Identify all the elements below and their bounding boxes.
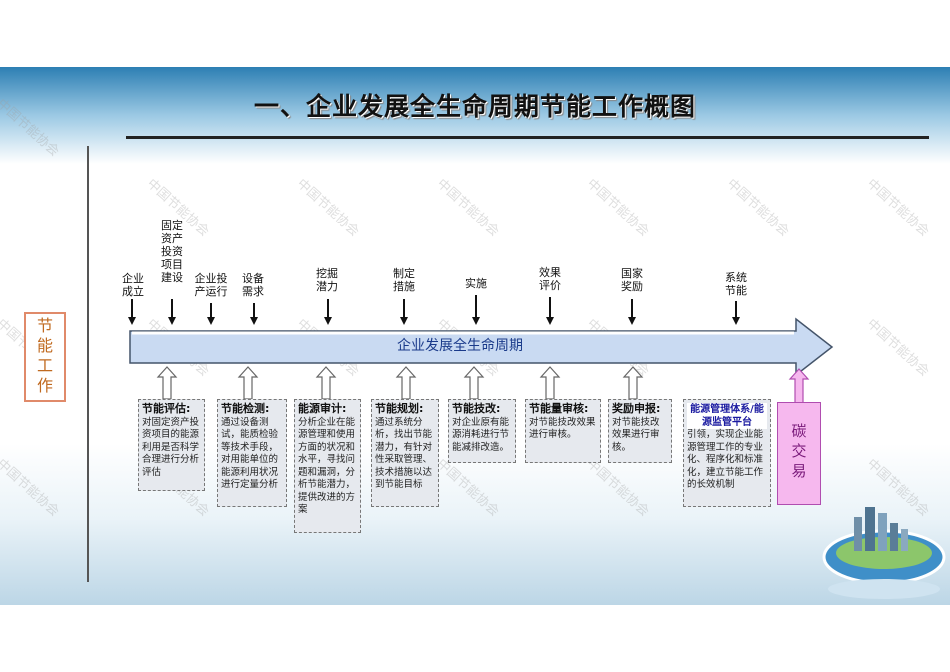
watermark: 中国节能协会 (293, 176, 362, 240)
stage-label: 企业投产运行 (194, 272, 228, 298)
slide: 中国节能协会 中国节能协会 中国节能协会 中国节能协会 中国节能协会 中国节能协… (0, 67, 950, 605)
lifecycle-arrow (129, 317, 834, 377)
box-title: 节能规划: (375, 402, 424, 415)
description-box-highlight: 能源管理体系/能源监管平台 引领，实现企业能源管理工作的专业化、程序化和标准化，… (683, 399, 771, 507)
box-title: 节能评估: (142, 402, 191, 415)
description-box: 节能评估: 对固定资产投资项目的能源利用是否科学合理进行分析评估 (138, 399, 205, 491)
box-body: 对节能技改效果进行审核。 (529, 416, 596, 441)
down-arrow-stem (131, 299, 133, 318)
description-box: 能源审计: 分析企业在能源管理和使用方面的状况和水平，寻找问题和漏洞，分析节能潜… (294, 399, 361, 533)
title-underline (126, 136, 929, 139)
down-arrow-icon (207, 317, 215, 325)
down-arrow-icon (472, 317, 480, 325)
watermark: 中国节能协会 (863, 176, 932, 240)
box-title: 节能量审核: (529, 402, 589, 415)
stage-label: 国家奖励 (621, 267, 643, 293)
page-title: 一、企业发展全生命周期节能工作概图 (253, 92, 696, 121)
watermark: 中国节能协会 (583, 176, 652, 240)
box-body: 对固定资产投资项目的能源利用是否科学合理进行分析评估 (142, 416, 200, 478)
down-arrow-stem (171, 299, 173, 318)
box-body: 通过设备测试，能质检验等技术手段，对用能单位的能源利用状况进行定量分析 (221, 416, 279, 491)
watermark: 中国节能协会 (863, 316, 932, 380)
stage-label: 设备需求 (242, 272, 264, 298)
down-arrow-icon (168, 317, 176, 325)
box-title: 奖励申报: (612, 402, 661, 415)
stage-label: 实施 (465, 277, 487, 290)
description-box: 节能量审核: 对节能技改效果进行审核。 (525, 399, 601, 463)
down-arrow-stem (327, 299, 329, 318)
side-label-box: 节能工作 (24, 312, 66, 402)
down-arrow-icon (546, 317, 554, 325)
down-arrow-icon (128, 317, 136, 325)
description-box: 节能技改: 对企业原有能源消耗进行节能减排改造。 (448, 399, 516, 463)
stage-label: 效果评价 (539, 266, 561, 292)
lifecycle-label: 企业发展全生命周期 (397, 338, 523, 354)
watermark: 中国节能协会 (723, 176, 792, 240)
box-title: 节能检测: (221, 402, 270, 415)
divider-line (87, 146, 89, 582)
up-arrows (156, 366, 810, 404)
city-globe-logo (822, 507, 946, 599)
description-box: 节能规划: 通过系统分析，找出节能潜力，有针对性采取管理、技术措施以达到节能目标 (371, 399, 439, 507)
down-arrow-stem (631, 299, 633, 318)
down-arrow-stem (475, 295, 477, 318)
stage-label: 企业成立 (122, 272, 144, 298)
stage-label: 挖掘潜力 (316, 267, 338, 293)
description-box: 奖励申报: 对节能技改效果进行审核。 (608, 399, 672, 463)
down-arrow-stem (210, 303, 212, 318)
watermark: 中国节能协会 (433, 176, 502, 240)
box-body: 引领，实现企业能源管理工作的专业化、程序化和标准化，建立节能工作的长效机制 (687, 429, 764, 490)
down-arrow-stem (253, 303, 255, 318)
box-body: 对节能技改效果进行审核。 (612, 416, 660, 453)
down-arrow-icon (628, 317, 636, 325)
watermark: 中国节能协会 (433, 456, 502, 520)
down-arrow-icon (324, 317, 332, 325)
box-body: 分析企业在能源管理和使用方面的状况和水平，寻找问题和漏洞，分析节能潜力，提供改进… (298, 416, 356, 516)
stage-label: 系统节能 (725, 271, 747, 297)
box-title: 能源管理体系/能源监管平台 (687, 403, 767, 429)
carbon-trading-box: 碳交易 (777, 402, 821, 505)
down-arrow-stem (735, 301, 737, 318)
box-title: 能源审计: (298, 402, 347, 415)
down-arrow-stem (549, 297, 551, 318)
box-body: 通过系统分析，找出节能潜力，有针对性采取管理、技术措施以达到节能目标 (375, 416, 433, 491)
side-label: 节能工作 (37, 316, 54, 395)
watermark: 中国节能协会 (0, 456, 62, 520)
down-arrow-stem (403, 299, 405, 318)
down-arrow-icon (400, 317, 408, 325)
stage-label: 固定资产投资项目建设 (161, 219, 183, 284)
down-arrow-icon (250, 317, 258, 325)
stage-label: 制定措施 (393, 267, 415, 293)
box-body: 对企业原有能源消耗进行节能减排改造。 (452, 416, 510, 453)
description-box: 节能检测: 通过设备测试，能质检验等技术手段，对用能单位的能源利用状况进行定量分… (217, 399, 287, 507)
carbon-trading-label: 碳交易 (791, 422, 807, 480)
watermark: 中国节能协会 (583, 456, 652, 520)
box-title: 节能技改: (452, 402, 501, 415)
down-arrow-icon (732, 317, 740, 325)
